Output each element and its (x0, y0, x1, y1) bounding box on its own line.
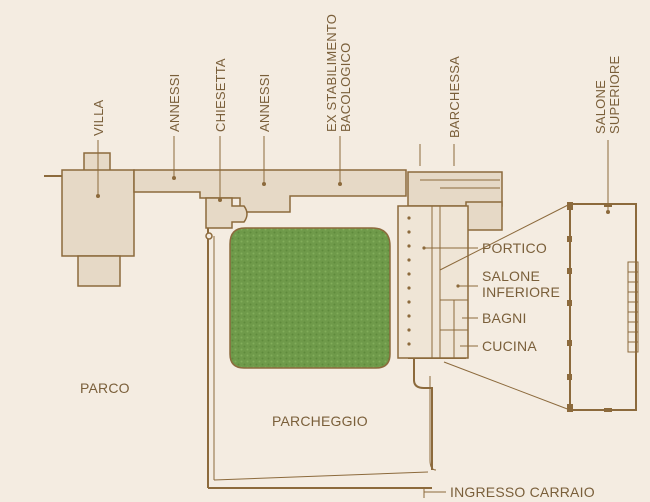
salone-superiore-plan (439, 202, 639, 412)
label-ingresso-carraio: INGRESSO CARRAIO (450, 484, 595, 500)
label-barchessa: BARCHESSA (447, 56, 462, 138)
label-salone-inferiore-line2: INFERIORE (482, 284, 560, 300)
label-villa: VILLA (91, 99, 106, 136)
label-salone-superiore-line2: SUPERIORE (607, 55, 622, 134)
label-chiesetta: CHIESETTA (213, 58, 228, 132)
label-bagni: BAGNI (482, 310, 527, 326)
label-portico: PORTICO (482, 240, 547, 256)
portico-columns (407, 216, 411, 346)
chiesetta-building (205, 197, 248, 229)
label-salone-superiore-line1: SALONE (593, 80, 608, 134)
label-ex-stabilimento-line1: EX STABILIMENTO (324, 14, 339, 132)
label-cucina: CUCINA (482, 338, 537, 354)
label-salone-inferiore-line1: SALONE (482, 268, 540, 284)
label-parcheggio: PARCHEGGIO (272, 413, 368, 429)
label-parco: PARCO (80, 380, 130, 396)
barchessa-building (397, 171, 503, 359)
annessi-strip (133, 169, 407, 213)
lawn-area (229, 227, 391, 369)
label-annessi-2: ANNESSI (257, 74, 272, 132)
label-ex-stabilimento-line2: BACOLOGICO (338, 43, 353, 132)
site-boundary (205, 228, 466, 489)
label-annessi-1: ANNESSI (167, 74, 182, 132)
villa-building (44, 152, 135, 287)
label-leaders (97, 136, 609, 498)
